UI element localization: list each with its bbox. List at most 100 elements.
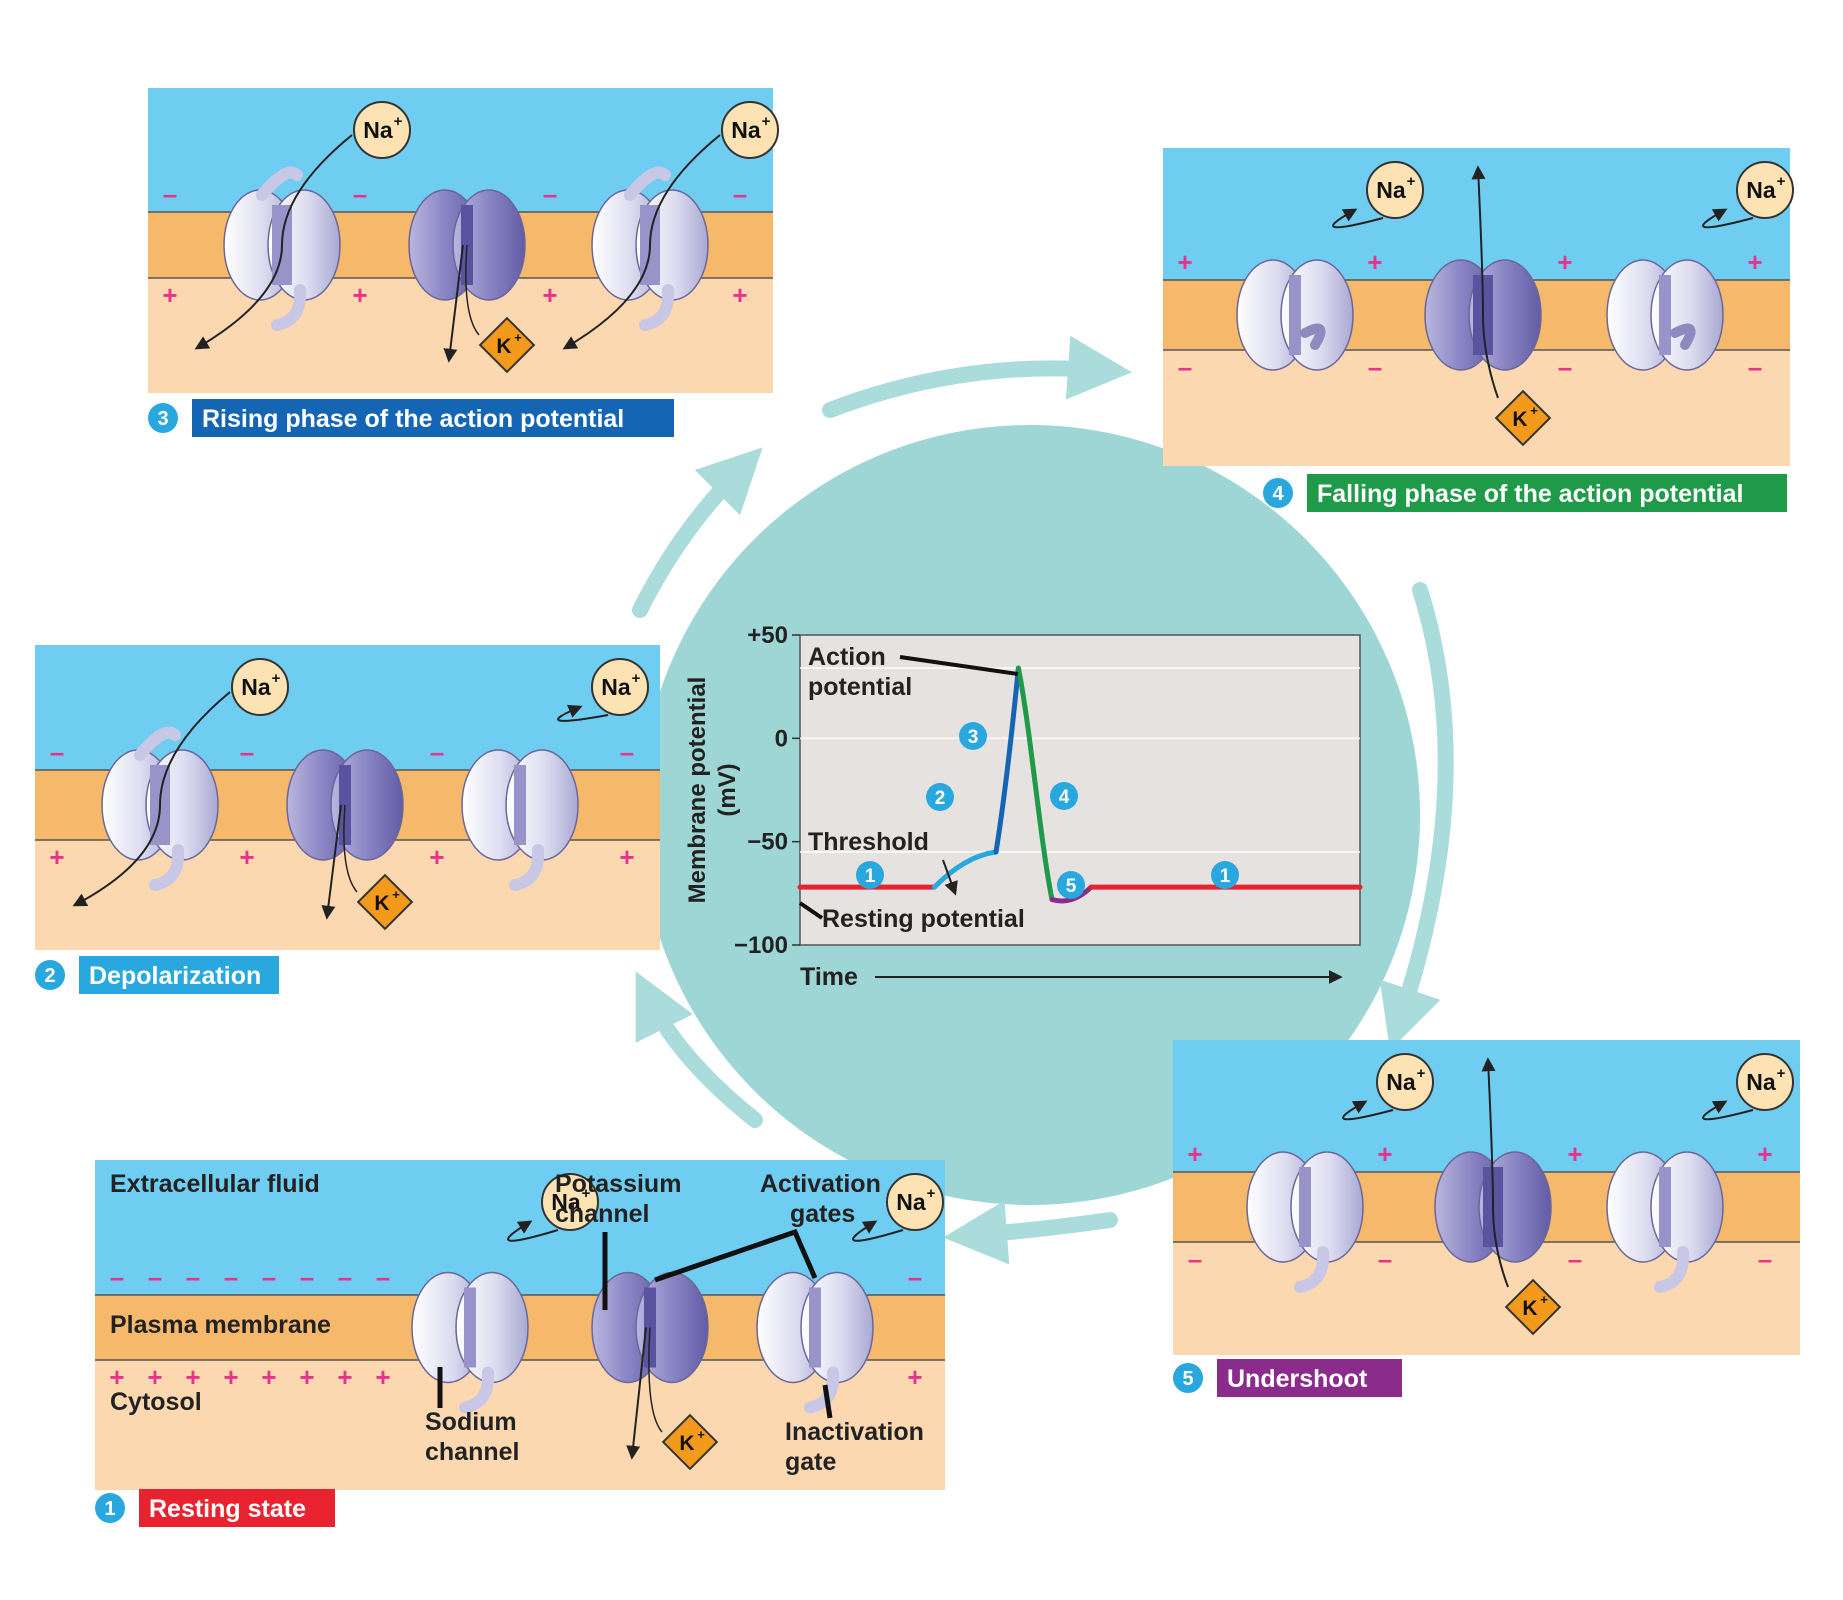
potassium-gate-line	[343, 804, 358, 893]
channel-pore	[514, 765, 526, 845]
extracellular-charge-sign: –	[338, 1262, 352, 1292]
potassium-ion-charge: +	[697, 1427, 705, 1442]
potassium-ion-charge: +	[514, 330, 522, 345]
stage-number-badge	[148, 403, 178, 433]
y-tick-label: −100	[734, 932, 788, 959]
sodium-ion-symbol: Na	[1746, 1069, 1776, 1095]
sodium-ion-circle	[1366, 161, 1424, 219]
extracellular-charge-sign: –	[430, 737, 444, 767]
extracellular-charge-sign: +	[1367, 247, 1382, 277]
potassium-leak-arrow	[626, 1327, 647, 1460]
extracellular-charge-sign: –	[733, 179, 747, 209]
potassium-channel	[408, 189, 526, 301]
sodium-ion-symbol: Na	[551, 1189, 581, 1215]
sodium-ion-circle	[591, 658, 649, 716]
extracellular-charge-sign: –	[110, 1262, 124, 1292]
action-potential-label-1: Action	[808, 643, 886, 671]
sodium-ion: Na+	[886, 1173, 944, 1231]
sodium-ion-circle	[231, 658, 289, 716]
resting-state-labels: Extracellular fluid Plasma membrane Cyto…	[110, 1170, 924, 1476]
cycle-arrows	[632, 335, 1454, 1265]
potassium-ion-diamond	[478, 316, 536, 374]
activation-gate	[134, 726, 181, 761]
stage-number-badge	[1173, 1363, 1203, 1393]
inactivation-gate	[509, 844, 545, 891]
sodium-influx-arrow	[194, 134, 353, 350]
intracellular-charge-sign: +	[352, 280, 367, 310]
cycle-arrow-5-to-1	[943, 1200, 1118, 1265]
activation-gates-pointer	[654, 1228, 818, 1283]
intracellular-charge-sign: –	[1758, 1244, 1772, 1274]
potassium-ion-diamond	[1504, 1278, 1562, 1336]
curve-phase-2	[931, 849, 999, 890]
channel-pore	[809, 1287, 821, 1368]
stage-panel-2: –+–+–+–+Na+Na+K+	[35, 645, 660, 950]
activation-gate	[256, 166, 303, 201]
extracellular-region	[1173, 1040, 1800, 1172]
graph-gridlines	[800, 667, 1360, 853]
extracellular-fluid-label: Extracellular fluid	[110, 1170, 320, 1198]
sodium-channel	[411, 1271, 529, 1414]
sodium-flow-arrow	[1332, 208, 1384, 229]
intracellular-charge-sign: +	[162, 280, 177, 310]
stage-label: Falling phase of the action potential	[1317, 480, 1743, 508]
potassium-leak-arrow	[321, 804, 342, 920]
phase-marker-number: 1	[1220, 866, 1231, 887]
cytosol-region	[1173, 1242, 1800, 1355]
y-axis-unit: (mV)	[714, 763, 741, 816]
sodium-channel-label-1: Sodium	[425, 1408, 517, 1436]
sodium-channel	[1606, 259, 1724, 371]
extracellular-charge-sign: –	[262, 1262, 276, 1292]
stage-label: Depolarization	[89, 962, 261, 990]
potassium-channel-label-1: Potassium	[555, 1170, 681, 1198]
sodium-ion: Na+	[721, 101, 779, 159]
sodium-ion: Na+	[353, 101, 411, 159]
extracellular-charge-sign: +	[1177, 247, 1192, 277]
intracellular-charge-sign: +	[907, 1362, 922, 1392]
extracellular-charge-sign: +	[1567, 1139, 1582, 1169]
extracellular-charge-sign: –	[376, 1262, 390, 1292]
sodium-ion-circle	[1736, 161, 1794, 219]
phase-marker-circle	[1050, 782, 1078, 810]
sodium-ion-symbol: Na	[601, 674, 631, 700]
intracellular-charge-sign: –	[1188, 1244, 1202, 1274]
sodium-ion-symbol: Na	[1386, 1069, 1416, 1095]
sodium-ion-charge: +	[632, 670, 641, 687]
phase-marker-number: 4	[1059, 787, 1070, 808]
sodium-flow-arrow	[1702, 1100, 1754, 1121]
stage-label-box	[79, 956, 279, 994]
channel-pore	[1659, 275, 1671, 355]
intracellular-charge-sign: –	[1558, 352, 1572, 382]
extracellular-charge-sign: +	[1187, 1139, 1202, 1169]
inactivation-gate-label-2: gate	[785, 1448, 837, 1476]
curve-phase-3	[993, 665, 1021, 855]
channel-pore	[1289, 275, 1301, 355]
phase-marker-circle	[1057, 871, 1085, 899]
sodium-channel	[591, 166, 709, 331]
intracellular-charge-sign: +	[732, 280, 747, 310]
stage-number-badge	[1263, 478, 1293, 508]
intracellular-charge-sign: –	[1368, 352, 1382, 382]
cycle-arrow-4-to-5	[1379, 582, 1454, 1051]
phase-marker-circle	[959, 722, 987, 750]
extracellular-charge-sign: –	[50, 737, 64, 767]
intracellular-charge-sign: +	[299, 1362, 314, 1392]
sodium-influx-arrow	[72, 691, 231, 907]
sodium-ion: Na+	[1376, 1053, 1434, 1111]
extracellular-charge-sign: –	[543, 179, 557, 209]
potassium-channel	[286, 749, 404, 861]
cycle-arrow-1-to-2	[635, 971, 763, 1128]
cycle-arrow-2-to-3	[632, 447, 763, 618]
extracellular-charge-sign: –	[908, 1262, 922, 1292]
stage-panel-3: –+–+–+–+Na+Na+K+	[148, 88, 779, 393]
sodium-ion-symbol: Na	[731, 117, 761, 143]
potassium-channel	[1424, 259, 1542, 371]
sodium-flow-arrow	[1342, 1100, 1394, 1121]
intracellular-charge-sign: +	[185, 1362, 200, 1392]
inactivation-gate	[1294, 1246, 1330, 1293]
membrane-potential-graph: +500−50−100 Membrane potential (mV) Time…	[684, 622, 1363, 991]
stage-label-box	[192, 399, 674, 437]
